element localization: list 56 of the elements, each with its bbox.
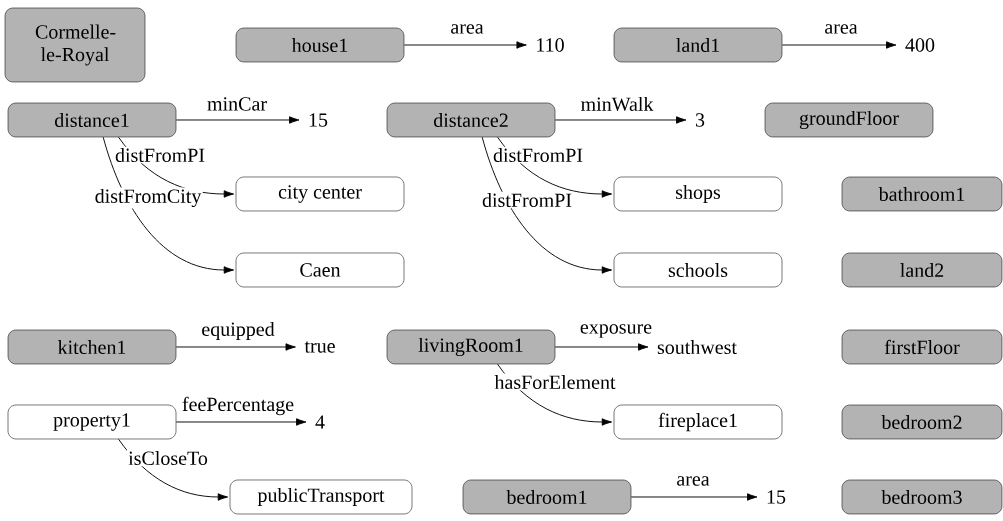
entity-box: land2 — [841, 252, 1003, 288]
arrow — [630, 493, 758, 501]
edge-label: distFromPI — [480, 191, 574, 209]
edge-label: distFromCity — [93, 187, 203, 209]
edge-label: isCloseTo — [126, 449, 210, 467]
edge-label: area — [675, 474, 711, 488]
arrow — [554, 116, 687, 124]
arrow — [175, 343, 296, 351]
entity-box: firstFloor — [841, 329, 1003, 365]
edge-label: minCar — [205, 95, 269, 113]
literal-box: Caen — [235, 252, 405, 288]
arrow — [554, 343, 649, 351]
entity-box: bedroom2 — [841, 404, 1003, 440]
entity-box: house1 — [235, 27, 405, 63]
value-text: 400 — [905, 38, 935, 52]
arrow — [497, 363, 613, 426]
value-text: southwest — [657, 339, 737, 354]
arrow — [175, 418, 307, 426]
edge-label: minWalk — [579, 95, 655, 113]
edge-label: distFromPI — [491, 146, 585, 164]
entity-box: groundFloor — [764, 102, 934, 138]
literal-box: shops — [613, 176, 783, 212]
entity-box: bedroom3 — [841, 479, 1003, 515]
edge-label: exposure — [578, 322, 654, 340]
arrow — [481, 136, 613, 274]
entity-box: distance1 — [7, 102, 177, 138]
value-text: 4 — [315, 415, 325, 429]
arrow — [175, 116, 300, 124]
entity-box: livingRoom1 — [386, 329, 556, 365]
edge-label: hasForElement — [493, 373, 617, 391]
entity-box: land1 — [613, 27, 783, 63]
arrow — [497, 136, 613, 198]
value-text: 15 — [309, 113, 328, 127]
arrow — [403, 41, 527, 49]
arrow — [118, 438, 229, 501]
literal-box: fireplace1 — [613, 404, 783, 440]
arrow — [781, 41, 897, 49]
literal-box: city center — [235, 176, 405, 212]
edge-label: distFromPI — [113, 146, 207, 164]
edge-label: equipped — [200, 320, 276, 342]
literal-box: schools — [613, 252, 783, 288]
value-text: 15 — [767, 490, 786, 504]
literal-box: property1 — [7, 404, 177, 440]
arrow — [102, 136, 235, 274]
edge-label: area — [823, 22, 859, 36]
value-text: true — [304, 341, 335, 353]
entity-box: bathroom1 — [841, 176, 1003, 212]
entity-box: kitchen1 — [7, 329, 177, 365]
value-text: 110 — [537, 38, 564, 52]
literal-box: publicTransport — [229, 479, 413, 515]
edge-label: feePercentage — [180, 395, 296, 417]
entity-box: bedroom1 — [462, 479, 632, 515]
edge-label: area — [449, 22, 485, 36]
entity-box: Cormelle-le-Royal — [4, 7, 146, 83]
value-text: 3 — [695, 113, 705, 127]
entity-box: distance2 — [386, 102, 556, 138]
